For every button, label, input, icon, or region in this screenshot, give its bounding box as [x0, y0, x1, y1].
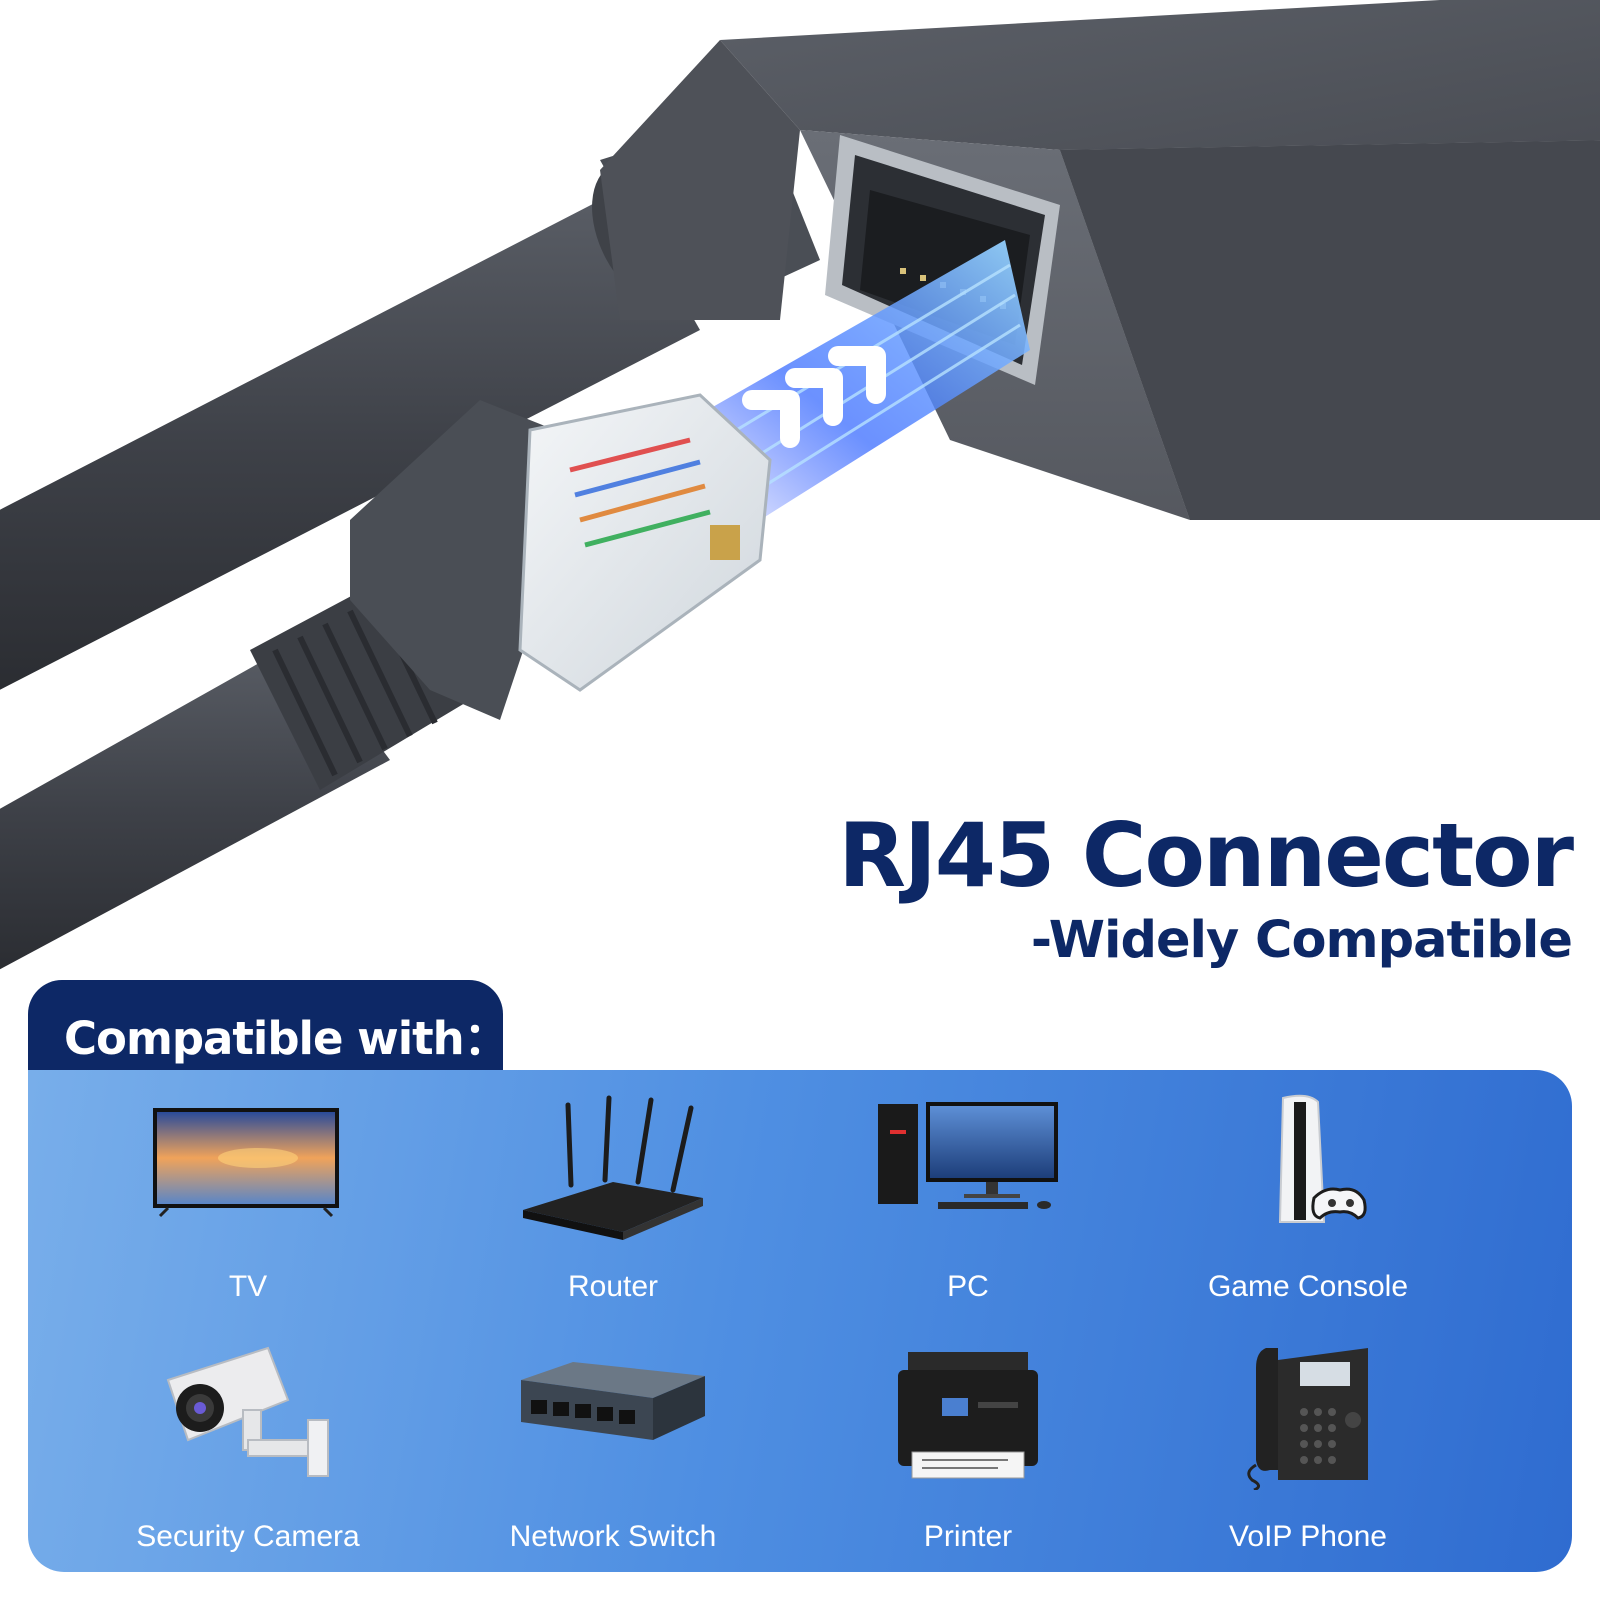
device-label: Router: [567, 1270, 659, 1303]
device-label: Printer: [923, 1520, 1013, 1553]
signal-beam: [690, 240, 1030, 520]
hero-illustration: [0, 0, 1600, 970]
device-pc: PC: [798, 1090, 1138, 1320]
compatible-with-heading: Compatible with：: [64, 1012, 509, 1065]
product-illustration: [0, 0, 1600, 970]
device-printer: Printer: [798, 1340, 1138, 1570]
adapter-box: [600, 0, 1600, 520]
rj45-plug: [0, 393, 772, 970]
device-label: Game Console: [1207, 1270, 1409, 1303]
page-title: RJ45 Connector: [838, 804, 1574, 907]
device-network-switch: Network Switch: [443, 1340, 783, 1570]
tv-icon: [153, 1108, 339, 1218]
device-security-camera: Security Camera: [78, 1340, 418, 1570]
compatible-devices-panel: TV Router: [28, 1070, 1572, 1572]
page-subtitle: -Widely Compatible: [1030, 911, 1573, 970]
device-label: PC: [947, 1270, 989, 1303]
compatible-with-tab: Compatible with：: [28, 980, 509, 1076]
security-camera-icon: [166, 1346, 329, 1477]
pc-icon: [878, 1102, 1058, 1209]
device-router: Router: [443, 1090, 783, 1320]
device-label: Security Camera: [136, 1520, 360, 1553]
device-label: VoIP Phone: [1229, 1520, 1387, 1553]
device-label: TV: [228, 1270, 268, 1303]
device-label: Network Switch: [509, 1520, 717, 1553]
arrow-chevrons: [742, 346, 886, 448]
device-voip-phone: VoIP Phone: [1138, 1340, 1478, 1570]
game-console-icon: [1278, 1094, 1367, 1223]
printer-icon: [898, 1352, 1038, 1479]
device-game-console: Game Console: [1138, 1090, 1478, 1320]
network-switch-icon: [521, 1362, 705, 1440]
router-icon: [523, 1095, 703, 1240]
device-tv: TV: [78, 1090, 418, 1320]
voip-phone-icon: [1247, 1348, 1368, 1490]
